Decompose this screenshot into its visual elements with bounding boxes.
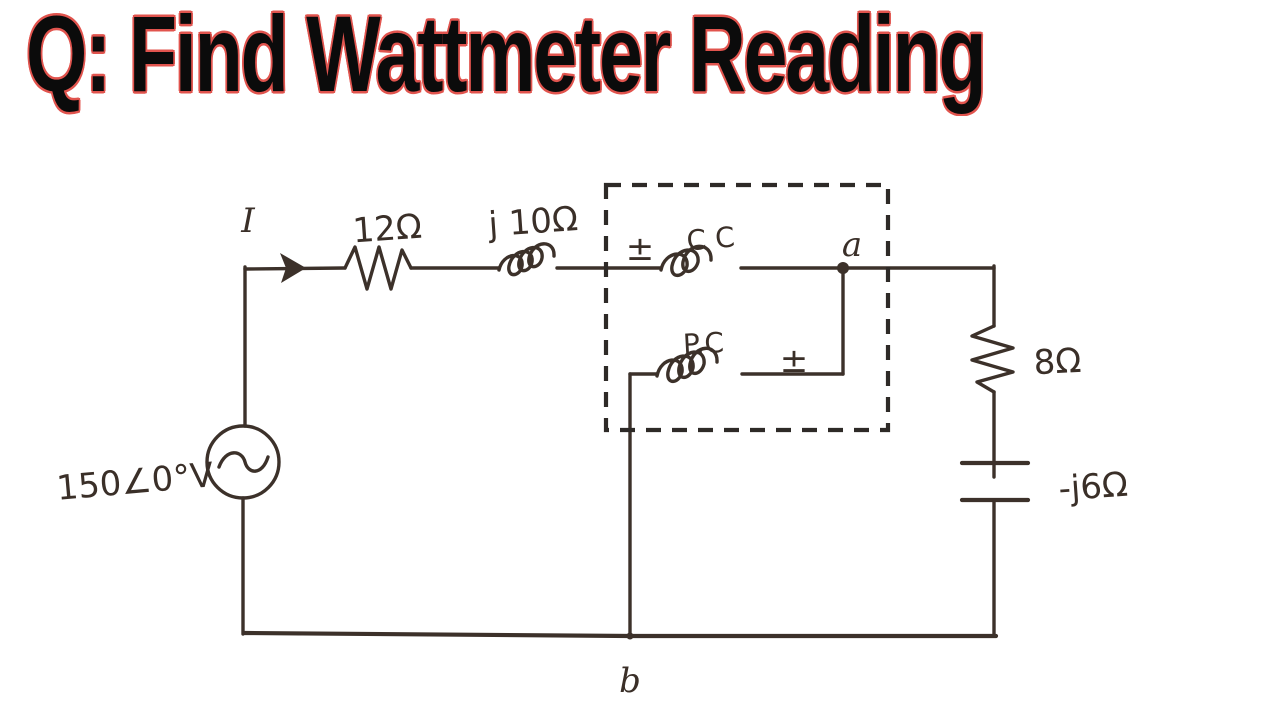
series-inductor-label: j 10Ω [486,199,579,245]
junction-dot-b [626,632,634,640]
current-coil-symbol [659,244,713,278]
current-label: I [240,201,255,241]
current-coil-label: CC [685,220,745,258]
inductor-j10ohm-symbol [497,242,556,277]
load-resistor-label: 8Ω [1033,341,1083,383]
wire-bottom [242,630,999,639]
series-resistor-label: 12Ω [351,207,423,252]
resistor-12ohm-symbol [343,245,413,291]
junction-dot-a [837,262,849,274]
page-title: Q: Find Wattmeter Reading [26,0,987,114]
load-capacitor-label: -j6Ω [1057,465,1129,510]
potential-coil-symbol [655,346,719,384]
ac-source-sine-icon [217,451,270,473]
node-b-label: b [619,661,641,701]
pc-polarity-mark: ± [780,341,809,381]
resistor-8ohm-symbol [970,324,1015,394]
ac-source-symbol [205,424,281,500]
cc-polarity-mark: ± [626,229,655,269]
source-voltage-label: 150∠0°V [55,455,215,509]
potential-coil-label: P.C [682,326,725,361]
current-arrow-icon [280,253,306,283]
wattmeter-box [603,182,891,433]
node-a-label: a [842,225,862,265]
